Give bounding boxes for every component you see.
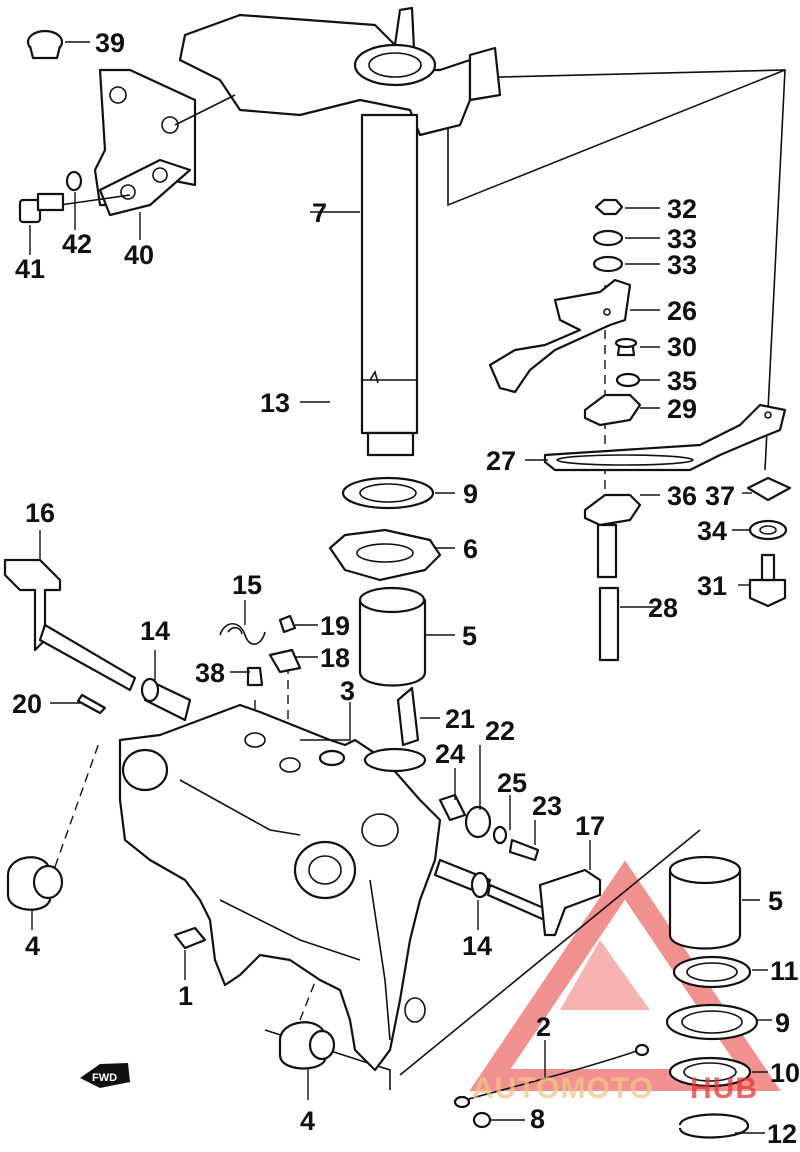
callout-42: 42 — [62, 229, 92, 259]
leader-lines — [29, 41, 772, 1134]
callout-8: 8 — [530, 1104, 545, 1134]
callout-17: 17 — [575, 811, 605, 841]
callout-30: 30 — [667, 332, 697, 362]
callout-31: 31 — [697, 571, 727, 601]
tilt-lever-16 — [3, 558, 192, 722]
steering-shaft-assembly — [178, 6, 502, 457]
callout-29: 29 — [667, 394, 697, 424]
callout-32: 32 — [667, 194, 697, 224]
callout-37: 37 — [705, 481, 735, 511]
callout-labels: 39 7 40 41 42 32 33 33 26 30 35 13 29 27… — [12, 28, 800, 1149]
callout-3: 3 — [340, 676, 355, 706]
callout-20: 20 — [12, 689, 42, 719]
callout-14-upper: 14 — [140, 616, 170, 646]
callout-14-lower: 14 — [462, 931, 492, 961]
callout-13: 13 — [260, 388, 290, 418]
callout-16: 16 — [25, 498, 55, 528]
callout-28: 28 — [648, 593, 678, 623]
callout-4-left: 4 — [25, 931, 40, 961]
callout-12: 12 — [767, 1119, 797, 1149]
spring-and-clips — [219, 614, 302, 687]
callout-24: 24 — [435, 739, 465, 769]
callout-35: 35 — [667, 366, 697, 396]
forward-arrow-icon: FWD — [80, 1063, 130, 1088]
callout-39: 39 — [95, 28, 125, 58]
callout-9-upper: 9 — [463, 479, 478, 509]
watermark-brand-a: AUTOMOTO — [472, 1072, 654, 1105]
watermark-brand-b: HUB — [690, 1072, 758, 1105]
callout-5-upper: 5 — [462, 621, 477, 651]
shaft-bushings — [328, 476, 442, 687]
callout-34: 34 — [697, 516, 727, 546]
callout-38: 38 — [195, 658, 225, 688]
callout-33b: 33 — [667, 250, 697, 280]
misc-fasteners — [6, 856, 650, 1129]
callout-19: 19 — [320, 611, 350, 641]
callout-33a: 33 — [667, 224, 697, 254]
callout-36: 36 — [667, 481, 697, 511]
callout-25: 25 — [497, 768, 527, 798]
callout-5-lower: 5 — [768, 886, 783, 916]
lower-pin-and-lever — [433, 858, 602, 937]
forward-marker-label: FWD — [92, 1072, 117, 1084]
lower-bushing-stack — [665, 855, 759, 1139]
cylinder-parts — [396, 686, 540, 862]
callout-10: 10 — [770, 1058, 800, 1088]
callout-21: 21 — [445, 704, 475, 734]
callout-22: 22 — [485, 716, 515, 746]
callout-18: 18 — [320, 643, 350, 673]
callout-40: 40 — [124, 240, 154, 270]
callout-11: 11 — [770, 956, 799, 986]
callout-26: 26 — [667, 296, 697, 326]
callout-9-lower: 9 — [775, 1008, 790, 1038]
bracket-40-assembly — [26, 29, 236, 217]
callout-7: 7 — [312, 198, 327, 228]
callout-4-lower: 4 — [300, 1106, 315, 1136]
watermark-text: AUTOMOTO HUB — [472, 1072, 758, 1105]
bolt-41-washer-42 — [18, 170, 83, 224]
callout-6: 6 — [463, 534, 478, 564]
callout-1: 1 — [178, 981, 193, 1011]
callout-2: 2 — [536, 1012, 551, 1042]
callout-15: 15 — [232, 570, 262, 600]
callout-41: 41 — [15, 254, 45, 284]
callout-27: 27 — [486, 446, 516, 476]
callout-23: 23 — [532, 791, 562, 821]
swivel-bracket-body — [118, 703, 442, 1072]
tilt-lock-parts — [488, 198, 792, 662]
